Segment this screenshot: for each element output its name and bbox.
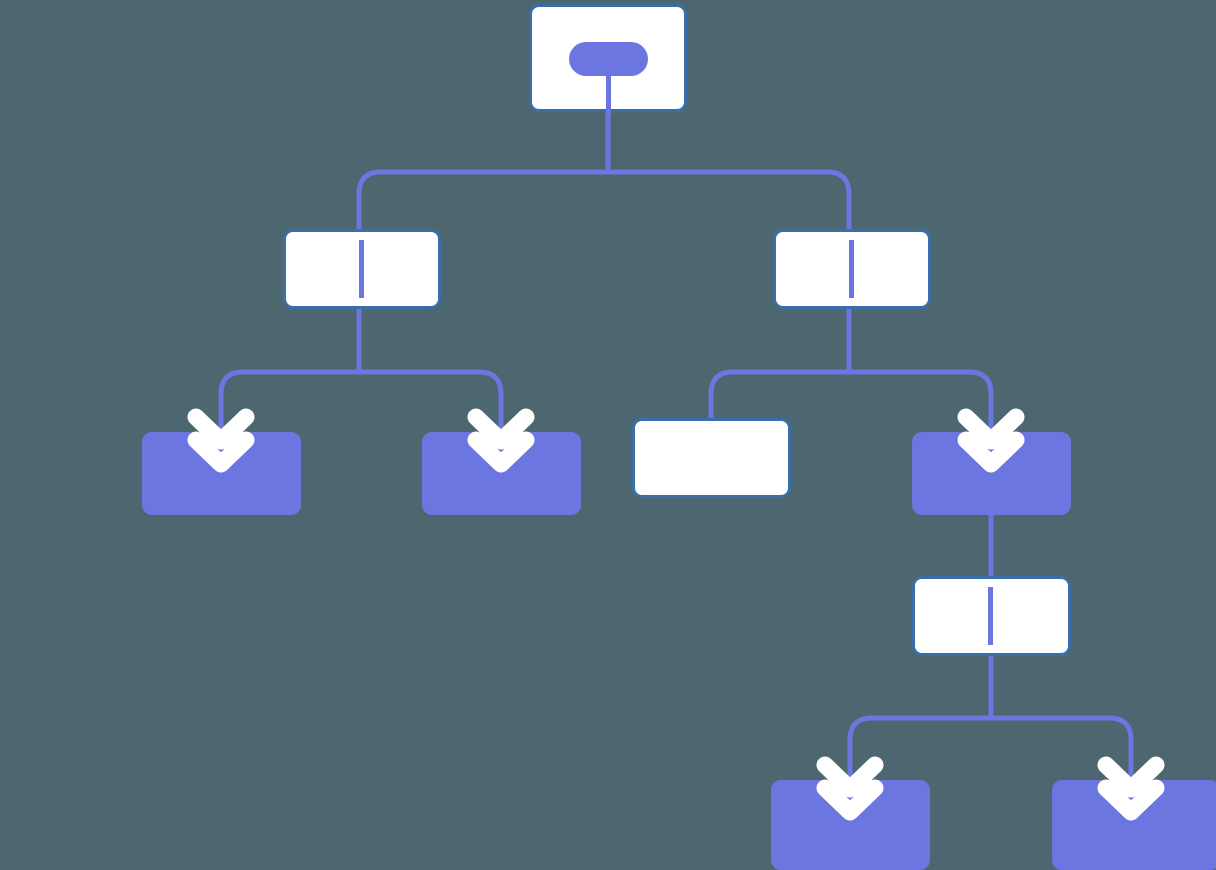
connector-n8-n9 [847, 715, 991, 788]
node-leaf-4[interactable] [1052, 780, 1216, 870]
connector-n3-n6 [708, 369, 849, 418]
node-level3-white[interactable] [912, 576, 1071, 656]
node-level1-left-divider [359, 240, 364, 298]
node-branch-right[interactable] [912, 432, 1071, 515]
node-level1-right-divider [849, 240, 854, 298]
connector-n1-n3 [605, 112, 852, 232]
node-leaf-3[interactable] [771, 780, 930, 870]
connector-n2-n4 [218, 369, 359, 440]
node-plain-white[interactable] [632, 418, 791, 498]
node-level1-left[interactable] [283, 229, 441, 309]
node-root[interactable] [529, 4, 687, 115]
node-level1-right[interactable] [773, 229, 931, 309]
node-level3-white-divider [988, 587, 993, 645]
node-leaf-2[interactable] [422, 432, 581, 515]
connector-n3-n7 [849, 369, 994, 440]
node-root-stem [606, 70, 611, 115]
connector-n1-n2 [356, 112, 611, 232]
connector-n2-n5 [359, 369, 504, 440]
connector-n8-n10 [991, 715, 1134, 788]
node-leaf-1[interactable] [142, 432, 301, 515]
